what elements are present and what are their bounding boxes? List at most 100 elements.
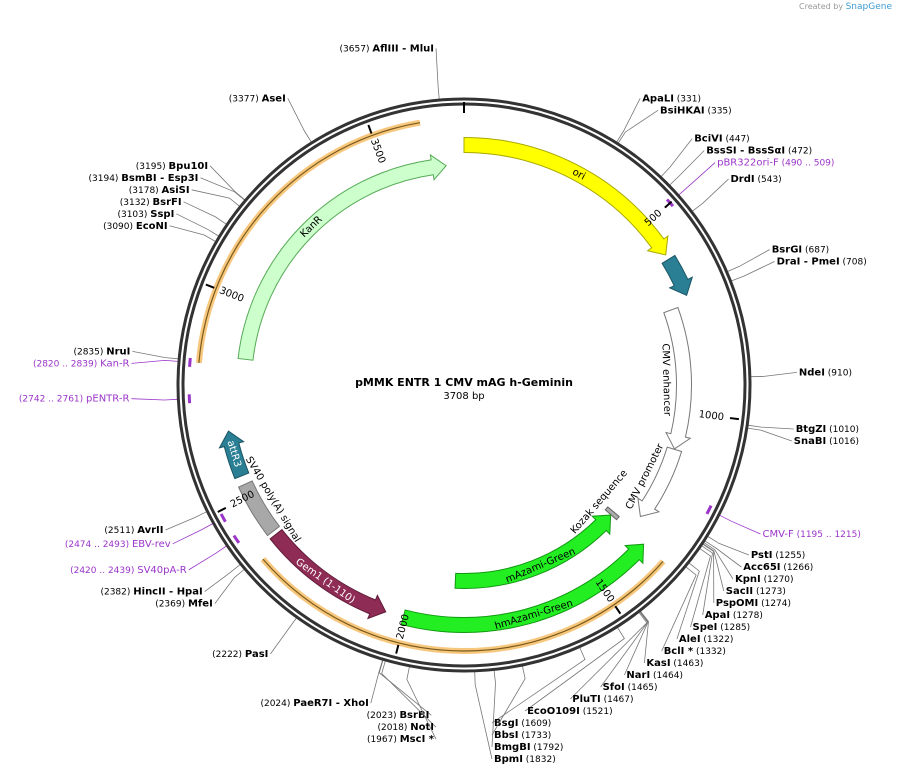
label-part-nari-1464-1: (1464) [650,671,683,681]
label-part-kasi-1463-0: KasI [646,658,670,669]
leader-apali-331 [616,98,641,143]
snapgene-logo: SnapGene [845,2,892,12]
label-sfoi-1465: SfoI (1465) [603,682,658,693]
leader-bpmi-1832 [474,671,493,760]
label-part-kpni-1270-0: KpnI [735,574,761,585]
label-part-noti-2018-1: NotI [410,722,434,733]
tick-2500 [217,506,227,513]
label-bcivi-447: BciVI (447) [694,134,750,145]
label-avrii-2511: (2511) AvrII [104,525,163,536]
label-part-bpmi-1832-0: BpmI [494,754,523,765]
label-psti-1255: PstI (1255) [751,550,805,561]
label-part-pasi-2222-0: (2222) [212,650,245,660]
label-part-bsrbi-2023-0: (2023) [367,711,400,721]
tick-label-3500: 3500 [368,137,387,165]
leader-avrii-2511 [165,511,207,531]
label-part-nari-1464-0: NarI [626,670,650,681]
label-part-bsssi-472-2: BssSαI [748,146,785,157]
label-part-nrui-2835-1: NruI [106,346,130,357]
label-econi-3090: (3090) EcoNI [103,221,168,232]
label-drdi-543: DrdI (543) [731,174,782,185]
label-sv40pa-r-primer-2430: (2420 .. 2439) SV40pA-R [70,565,187,576]
tick-3000 [205,283,215,289]
label-part-asisi-3178-0: (3178) [129,186,162,196]
tick-label-3000: 3000 [218,285,246,304]
label-part-pentr-r-primer-2752-1: pENTR-R [86,394,129,405]
label-part-ndei-910-0: NdeI [799,367,825,378]
label-part-hincii-2382-2: - [166,587,177,598]
feature-hmazami-green [400,543,645,633]
label-part-pluti-1467-1: (1467) [601,695,634,705]
label-part-bsrbi-2023-1: BsrBI [399,710,429,721]
label-part-snabi-1016-1: (1016) [826,437,859,447]
tick-1500 [614,605,622,615]
label-ecoo109i-1521: EcoO109I (1521) [527,706,613,717]
leader-paer7i-2024 [370,660,383,704]
label-part-cmv-f-primer-1205-1: (1195 .. 1215) [794,530,861,540]
label-part-acc65i-1266-0: Acc65I [743,562,780,573]
leader-cmv-f-primer-1205 [719,514,761,535]
leader-sspi-3103 [176,213,219,237]
label-part-asei-3377-0: (3377) [229,94,262,104]
label-part-drai-708-2: PmeI [811,257,839,268]
leader-pasi-2222 [270,617,297,655]
label-part-paer7i-2024-1: PaeR7I [293,698,332,709]
leader-bsmbi-3194 [200,177,245,201]
primer-mark-ebv-rev [219,513,227,523]
label-part-drdi-543-1: (543) [755,175,782,185]
label-part-apai-1278-0: ApaI [705,610,730,621]
label-paer7i-2024: (2024) PaeR7I - XhoI [260,698,368,709]
leader-nari-1464 [624,611,649,676]
label-ndei-910: NdeI (910) [799,367,852,378]
label-bsmbi-3194: (3194) BsmBI - Esp3I [89,173,199,184]
label-part-kan-r-primer-2830-0: (2820 .. 2839) [33,359,100,369]
leader-bsihkai-335 [617,109,659,144]
leader-bmgbi-1792 [491,670,496,748]
label-bsssi-472: BssSI - BssSαI (472) [706,146,812,157]
label-kan-r-primer-2830: (2820 .. 2839) Kan-R [33,358,130,369]
feature-kozak-sequence [604,506,620,521]
tick-500 [664,200,673,209]
leader-acc65i-1266 [704,540,742,568]
label-part-nrui-2835-0: (2835) [73,347,106,357]
label-sacii-1273: SacII (1273) [726,586,786,597]
label-part-bsrfi-3132-1: BsrFI [153,197,182,208]
label-part-avrii-2511-1: AvrII [137,525,163,536]
label-part-sv40pa-r-primer-2430-1: SV40pA-R [137,565,186,576]
label-snabi-1016: SnaBI (1016) [794,436,859,447]
label-part-bpmi-1832-1: (1832) [523,755,556,765]
label-part-drai-708-1: - [800,257,811,268]
leader-sv40pa-r-primer-2430 [188,545,227,571]
label-part-bpu10i-3195-1: Bpu10I [169,161,209,172]
label-part-avrii-2511-0: (2511) [104,526,137,536]
label-part-cmv-f-primer-1205-0: CMV-F [763,529,794,540]
label-part-bcivi-447-0: BciVI [694,134,722,145]
feature-ori [463,136,669,256]
plasmid-name: pMMK ENTR 1 CMV mAG h-Geminin [355,376,573,389]
leader-noti-2018 [381,660,437,728]
leader-ecoo109i-1521 [524,627,625,712]
label-part-hincii-2382-3: HpaI [177,587,203,598]
label-part-bpu10i-3195-0: (3195) [136,162,169,172]
label-bsrgi-687: BsrGI (687) [772,245,830,256]
label-part-psti-1255-0: PstI [751,550,773,561]
label-part-sacii-1273-0: SacII [726,586,753,597]
leader-bcivi-447 [660,138,693,177]
leader-pentr-r-primer-2752 [131,398,178,401]
label-part-bsssi-472-0: BssSI [706,146,736,157]
leader-ndei-910 [750,372,797,378]
label-part-bsmbi-3194-0: (3194) [89,174,122,184]
label-alei-1322: AleI (1322) [679,634,733,645]
label-bsrbi-2023: (2023) BsrBI [367,710,430,721]
label-part-asisi-3178-1: AsiSI [162,185,190,196]
label-pspomi-1274: PspOMI (1274) [716,598,791,609]
feature-attl1 [661,254,694,297]
leader-spei-1285 [690,548,711,628]
label-part-paer7i-2024-0: (2024) [260,699,293,709]
label-part-afliii-3657-1: AflIII [372,43,398,54]
label-part-afliii-3657-0: (3657) [340,44,373,54]
label-bsrfi-3132: (3132) BsrFI [120,197,182,208]
feature-label-ori: ori [570,167,587,183]
leader-pspomi-1274 [702,543,715,604]
